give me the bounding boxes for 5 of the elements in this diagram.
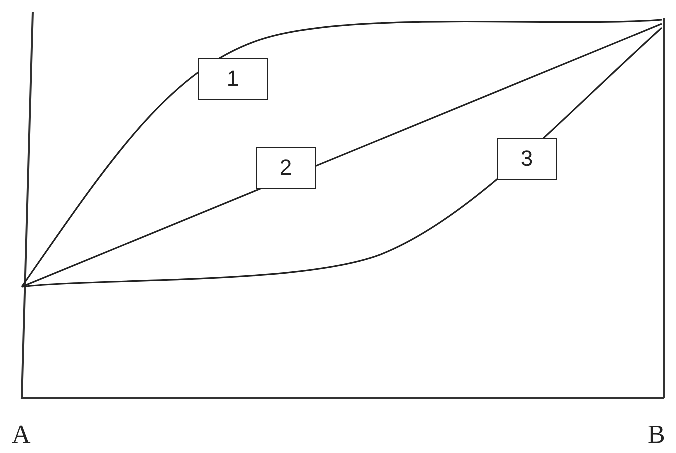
label-box: 2 [256, 147, 316, 189]
axis-point-label: A [12, 420, 31, 450]
label-box: 1 [198, 58, 268, 100]
label-box: 3 [497, 138, 557, 180]
axis-point-label: B [648, 420, 666, 450]
